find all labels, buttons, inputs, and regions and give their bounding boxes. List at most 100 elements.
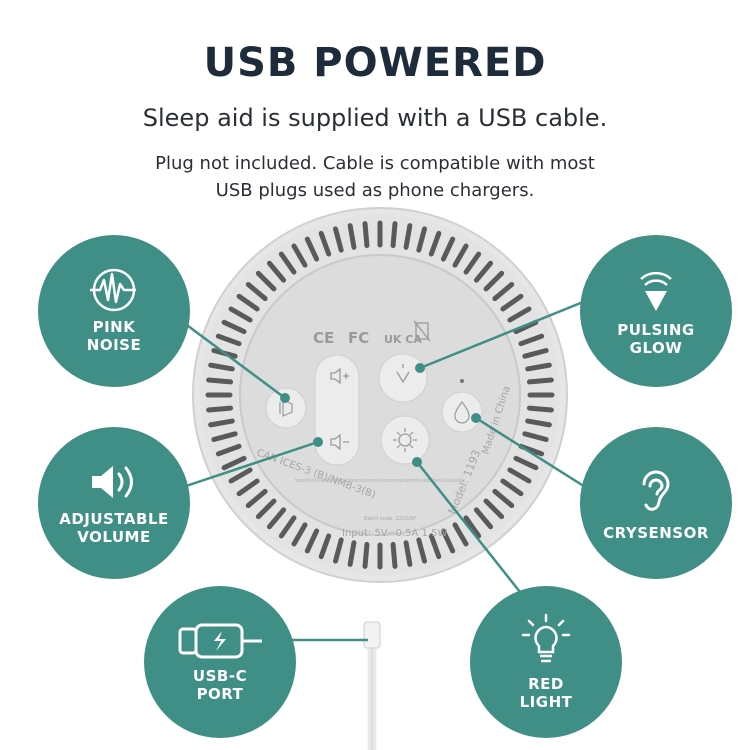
vent-slot <box>362 221 370 249</box>
weee-bin-icon <box>415 322 429 340</box>
vent-slot <box>266 507 287 530</box>
vent-slot <box>221 455 247 471</box>
vent-slot <box>513 455 539 471</box>
vent-slot <box>507 467 532 484</box>
pink-noise-label: PINK NOISE <box>86 318 142 354</box>
vent-slot <box>428 533 442 560</box>
vent-slot <box>452 243 469 268</box>
vent-slot <box>390 221 398 249</box>
usb-cable-connector <box>363 621 381 649</box>
vent-slot <box>211 431 238 443</box>
pink-noise-feature: PINK NOISE <box>38 235 190 387</box>
vent-slot <box>347 540 357 567</box>
crysensor-feature: CRYSENSOR <box>580 427 732 579</box>
vent-slot <box>206 377 234 385</box>
pulsing-glow-label: PULSING GLOW <box>617 321 695 357</box>
vent-slot <box>403 540 413 567</box>
vent-slot <box>416 537 428 564</box>
volume-rocker <box>314 354 360 466</box>
fcc-text: This device complies with Part 15 of the… <box>295 478 465 484</box>
vent-slot <box>215 443 242 457</box>
vent-slot <box>245 488 268 509</box>
input-label: Input: 5V⎓0.5A 1.5W <box>342 528 447 539</box>
vent-slot <box>318 533 332 560</box>
vent-slot <box>208 418 235 428</box>
red-light-feature: RED LIGHT <box>470 586 622 738</box>
vent-slots <box>205 220 555 570</box>
vent-slot <box>236 478 260 497</box>
vent-slot <box>416 226 428 253</box>
crysensor-connector <box>475 416 591 492</box>
vent-slot <box>255 498 277 520</box>
usb-c-port-feature: USB-C PORT <box>144 586 296 738</box>
red-light-connector <box>416 461 521 593</box>
vent-slot <box>440 528 456 554</box>
bulb-icon <box>521 613 571 663</box>
vent-slot <box>525 362 552 372</box>
cable-note: Plug not included. Cable is compatible w… <box>155 153 595 201</box>
vent-slot <box>278 251 297 275</box>
usb-plug-icon <box>178 623 262 659</box>
indicator-dot <box>460 379 464 383</box>
vent-slot <box>526 405 554 413</box>
vent-slot <box>332 537 344 564</box>
volume-up-icon <box>330 367 349 385</box>
adjustable-volume-feature: ADJUSTABLE VOLUME <box>38 427 190 579</box>
vent-slot <box>452 522 469 547</box>
vent-slot <box>255 270 277 292</box>
vent-slot <box>291 522 308 547</box>
pulsing-glow-connector <box>419 298 589 370</box>
vent-slot <box>428 230 442 257</box>
vent-slot <box>522 347 549 359</box>
vent-slot <box>266 260 287 283</box>
vent-slot <box>513 319 539 335</box>
pink-noise-button <box>265 387 307 429</box>
vent-slot <box>403 223 413 250</box>
vent-slot <box>507 306 532 323</box>
vent-slot <box>440 236 456 262</box>
volume-down-icon <box>330 433 349 451</box>
vent-slot <box>236 293 260 312</box>
pink-noise-icon <box>90 268 136 312</box>
glow-icon <box>640 271 672 311</box>
vent-slot <box>208 362 235 372</box>
vent-slot <box>473 260 494 283</box>
vent-slot <box>215 333 242 347</box>
volume-connector <box>179 440 319 490</box>
vent-slot <box>332 226 344 253</box>
vent-slot <box>522 431 549 443</box>
vent-slot <box>483 270 505 292</box>
page-subtitle: Sleep aid is supplied with a USB cable. <box>142 104 608 132</box>
device-face <box>239 254 521 536</box>
ce-mark: CE <box>313 329 334 347</box>
vent-slot <box>206 405 234 413</box>
crysensor-button <box>441 391 483 433</box>
pulsing-glow-button <box>378 353 428 403</box>
pink-noise-connector <box>179 318 286 400</box>
batch-code: Batch code: 2203/SP <box>364 516 416 522</box>
vent-slot <box>473 507 494 530</box>
crysensor-label: CRYSENSOR <box>603 524 709 542</box>
vent-slot <box>500 478 524 497</box>
vent-slot <box>492 488 515 509</box>
vent-slot <box>318 230 332 257</box>
fc-mark: FC <box>348 329 369 347</box>
red-light-label: RED LIGHT <box>519 675 573 711</box>
vent-slot <box>245 281 268 302</box>
pulsing-glow-feature: PULSING GLOW <box>580 235 732 387</box>
vent-slot <box>221 319 247 335</box>
usb-c-port-label: USB-C PORT <box>192 667 248 703</box>
vent-slot <box>304 236 320 262</box>
vent-slot <box>390 541 398 569</box>
vent-slot <box>347 223 357 250</box>
vent-slot <box>278 515 297 539</box>
vent-slot <box>463 515 482 539</box>
vent-slot <box>291 243 308 268</box>
vent-slot <box>304 528 320 554</box>
page-title: USB POWERED <box>203 40 547 86</box>
ear-icon <box>642 470 670 511</box>
vent-slot <box>492 281 515 302</box>
vent-slot <box>463 251 482 275</box>
vent-slot <box>228 306 253 323</box>
